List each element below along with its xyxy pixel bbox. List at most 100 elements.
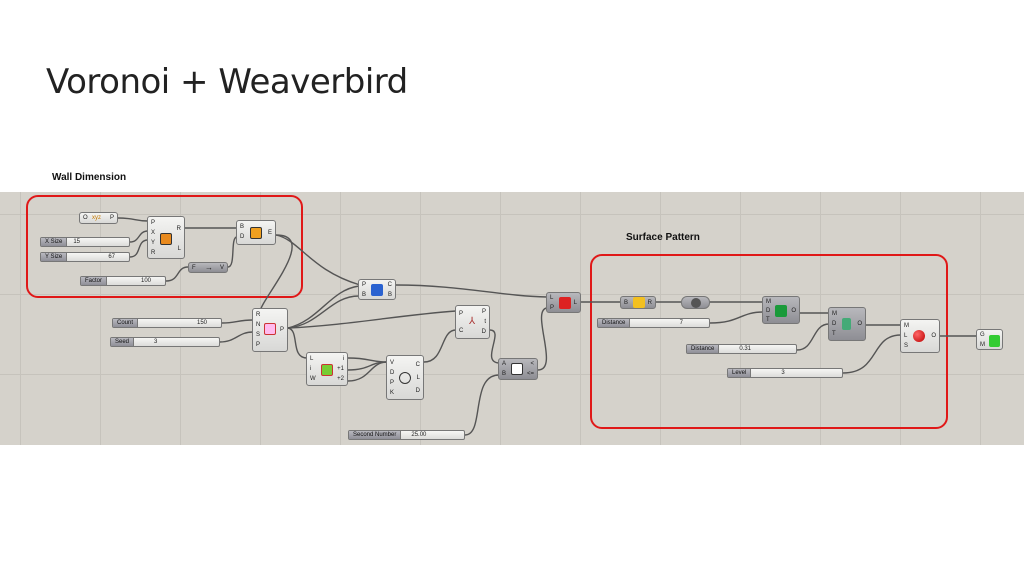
port-label: R: [647, 300, 652, 306]
port-label: D: [832, 321, 837, 327]
port-label: N: [256, 322, 261, 328]
port-label: Y: [151, 240, 156, 246]
subdivision-icon: [913, 330, 925, 342]
port-label: O: [791, 308, 796, 314]
port-label: P: [459, 311, 464, 317]
xyz-icon: xyz: [92, 215, 101, 221]
port-label: O: [931, 333, 936, 339]
slider-label: X Size: [41, 238, 68, 246]
port-label: P: [109, 215, 114, 221]
port-label: M: [980, 342, 985, 348]
port-label: L: [177, 246, 181, 252]
port-label: T: [832, 331, 836, 337]
extrude-icon: [250, 227, 262, 239]
port-label: <=: [526, 371, 534, 377]
port-label: F: [192, 265, 196, 271]
list-item-component[interactable]: L i W i +1 +2: [306, 352, 348, 386]
port-label: i: [342, 356, 344, 362]
unit-z-component[interactable]: F → V: [188, 262, 228, 273]
port-label: L: [550, 295, 554, 301]
group-label-wall: Wall Dimension: [52, 172, 127, 183]
port-label: B: [502, 371, 507, 377]
slider-value: 150: [196, 320, 207, 326]
port-label: B: [240, 224, 245, 230]
port-label: P: [279, 327, 284, 333]
port-label: B: [624, 300, 629, 306]
port-label: D: [415, 388, 420, 394]
slider-value: 3: [154, 339, 158, 345]
cull-pattern-component[interactable]: L P L: [546, 292, 581, 313]
port-label: E: [267, 230, 272, 236]
circle-fit-component[interactable]: V D P K C L D: [386, 355, 424, 400]
slider-label: Factor: [81, 277, 108, 285]
port-label: t: [484, 319, 486, 325]
port-label: K: [390, 390, 395, 396]
port-label: O: [857, 321, 862, 327]
port-label: C: [415, 362, 420, 368]
extrude-component[interactable]: B D E: [236, 220, 276, 245]
slider-value: 0.31: [739, 346, 752, 352]
port-label: M: [904, 323, 909, 329]
slider-value: 67: [108, 254, 115, 260]
port-label: B: [387, 292, 392, 298]
factor-slider[interactable]: Factor 100: [80, 276, 166, 286]
port-label: D: [766, 308, 771, 314]
port-label: <: [530, 361, 534, 367]
port-label: G: [980, 332, 985, 338]
weaverbird-frame-component[interactable]: M D T O: [762, 296, 800, 324]
voronoi-component[interactable]: P B C B: [358, 279, 396, 300]
slider-value: 25.00: [411, 432, 427, 438]
slider-value: 100: [140, 278, 151, 284]
weaverbird-thicken-component[interactable]: M D T O: [828, 307, 866, 341]
port-label: P: [390, 380, 395, 386]
port-label: B: [362, 292, 367, 298]
port-label: O: [83, 215, 88, 221]
slider-value: 15: [73, 239, 81, 245]
port-label: P: [362, 282, 367, 288]
port-label: R: [151, 250, 156, 256]
second-number-slider[interactable]: Second Number 25.00: [348, 430, 465, 440]
port-label: i: [310, 366, 312, 372]
port-label: P: [550, 305, 555, 311]
slide-title: Voronoi + Weaverbird: [46, 62, 408, 102]
port-label: D: [481, 329, 486, 335]
port-label: D: [240, 234, 245, 240]
list-item-icon: [321, 364, 333, 376]
slider-value: 3: [781, 370, 785, 376]
distance-slider-2[interactable]: Distance 0.31: [686, 344, 797, 354]
port-label: +2: [337, 376, 344, 382]
construct-point-component[interactable]: O xyz P: [79, 212, 118, 224]
curve-closest-point-component[interactable]: P C P t D ⅄: [455, 305, 490, 339]
preview-icon: [989, 335, 1000, 347]
mesh-preview-component[interactable]: G M: [976, 329, 1003, 350]
boundary-surface-component[interactable]: B R: [620, 296, 656, 309]
port-label: V: [219, 265, 224, 271]
voronoi-icon: [371, 284, 383, 296]
smaller-than-component[interactable]: A B < <=: [498, 358, 538, 380]
port-label: R: [256, 312, 261, 318]
port-label: W: [310, 376, 316, 382]
port-label: P: [256, 342, 261, 348]
rectangle-icon: [160, 233, 172, 245]
group-surface-pattern: [590, 254, 948, 429]
port-label: P: [151, 220, 156, 226]
smaller-than-icon: [511, 363, 523, 375]
catmull-clark-component[interactable]: M L S O: [900, 319, 940, 353]
slider-value: 7: [679, 320, 683, 326]
port-label: C: [387, 282, 392, 288]
port-label: L: [904, 333, 908, 339]
weaverbird-thicken-icon: [842, 318, 851, 330]
slider-label: Second Number: [349, 431, 402, 439]
rectangle-component[interactable]: P X Y R R L: [147, 216, 185, 259]
x-size-slider[interactable]: X Size 15: [40, 237, 130, 247]
port-label: S: [256, 332, 261, 338]
mesh-brep-component[interactable]: [681, 296, 710, 309]
slider-label: Distance: [687, 345, 720, 353]
port-label: M: [832, 311, 837, 317]
populate-2d-component[interactable]: R N S P P: [252, 308, 288, 352]
